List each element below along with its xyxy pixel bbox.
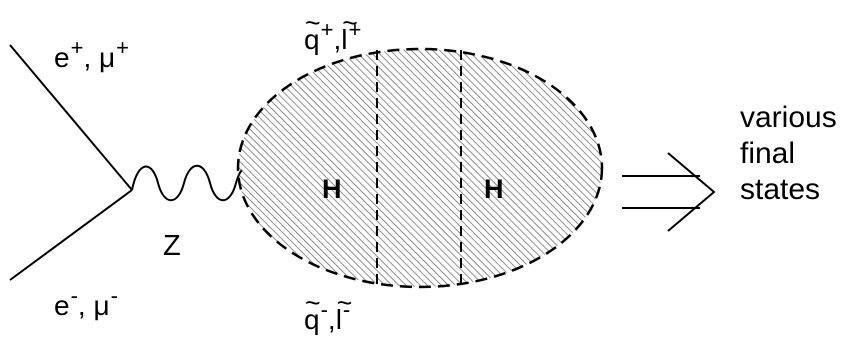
positive-lepton-label: e+, μ+ bbox=[54, 34, 129, 73]
final-states-line-3: states bbox=[740, 173, 821, 206]
z-boson-label: Z bbox=[163, 230, 181, 262]
negative-lepton-label: e-, μ- bbox=[54, 282, 118, 321]
positive-sparticle-label: q+,l+ bbox=[304, 10, 361, 54]
z-boson-propagator bbox=[131, 164, 243, 202]
double-arrow-icon bbox=[622, 152, 716, 232]
incoming-negative-lepton-line bbox=[9, 189, 133, 281]
final-states-label: various final states bbox=[740, 100, 837, 208]
incoming-positive-lepton-line bbox=[9, 44, 133, 191]
negative-sparticle-label: q-,l- bbox=[304, 290, 353, 334]
blob-label-right: H bbox=[484, 174, 504, 204]
blob-label-left: H bbox=[322, 174, 342, 204]
final-states-line-1: various bbox=[740, 101, 837, 134]
hatched-blob bbox=[236, 47, 604, 289]
final-states-line-2: final bbox=[740, 137, 796, 170]
